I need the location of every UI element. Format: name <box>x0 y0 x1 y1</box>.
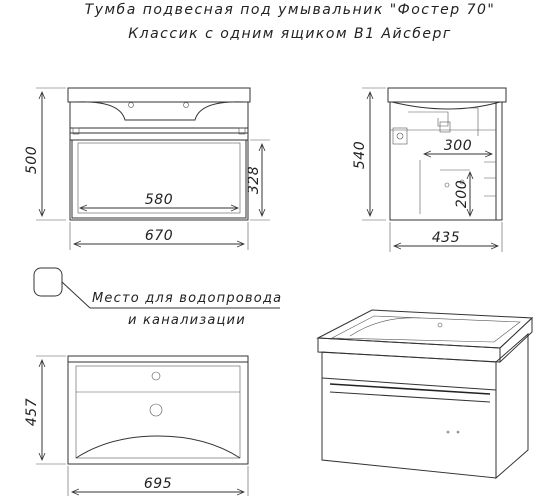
top-width-label: 695 <box>144 476 172 492</box>
side-offset-label: 300 <box>444 138 472 154</box>
front-width-label: 670 <box>145 228 173 244</box>
legend: Место для водопровода и канализации <box>33 267 282 328</box>
top-depth-label: 457 <box>24 398 40 426</box>
pipe-zone-swatch <box>33 267 63 297</box>
front-height-label: 500 <box>24 146 40 174</box>
front-view: 500 328 580 670 <box>24 87 270 250</box>
isometric-view <box>316 309 534 480</box>
front-drawer-height-label: 328 <box>246 166 262 194</box>
title-line-1: Тумба подвесная под умывальник "Фостер 7… <box>85 2 496 18</box>
legend-line-1: Место для водопровода <box>92 291 282 306</box>
top-view: 457 695 <box>24 355 249 496</box>
side-pipe-height-label: 200 <box>454 180 470 208</box>
front-inner-width-label: 580 <box>145 192 173 208</box>
side-depth-label: 435 <box>432 230 460 246</box>
side-view: 540 300 200 435 <box>352 87 507 252</box>
title-line-2: Классик с одним ящиком В1 Айсберг <box>128 26 452 42</box>
side-height-label: 540 <box>352 141 368 169</box>
legend-line-2: и канализации <box>128 313 246 328</box>
